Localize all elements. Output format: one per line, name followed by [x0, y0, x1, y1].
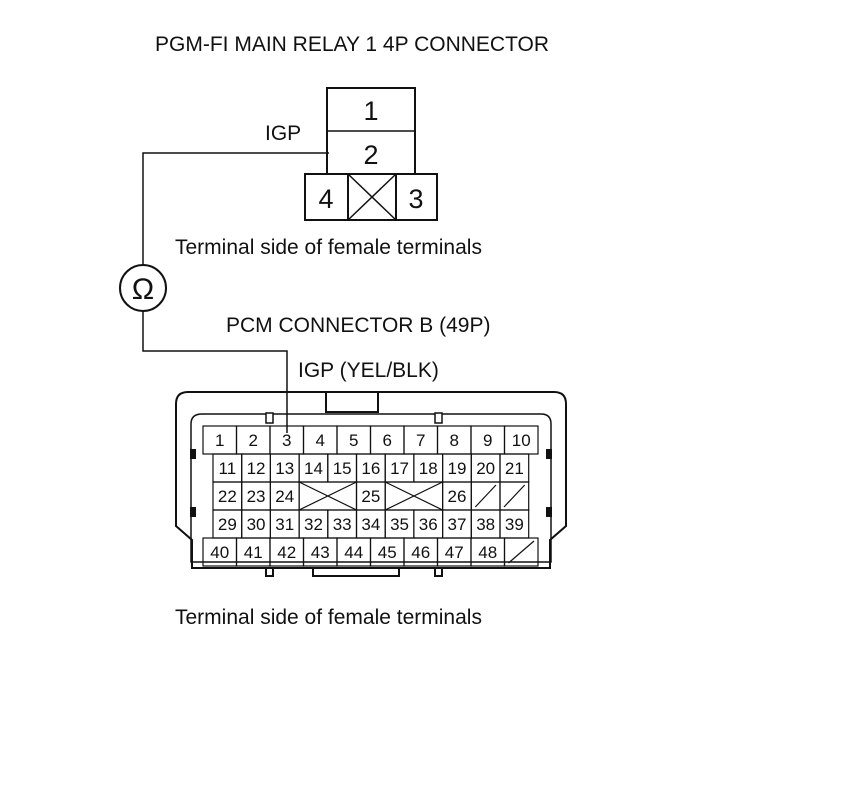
- pcm-terminal-label: 36: [419, 515, 438, 534]
- pcm-blank-cross: [298, 481, 358, 511]
- pcm-terminal-label: 19: [447, 459, 466, 478]
- pcm-terminal-label: 47: [445, 543, 464, 562]
- pcm-terminal-label: 11: [219, 459, 237, 478]
- relay-connector-title: PGM-FI MAIN RELAY 1 4P CONNECTOR: [155, 33, 549, 56]
- pcm-terminal-label: 43: [311, 543, 330, 562]
- pcm-side-markers: [190, 449, 552, 517]
- pcm-terminal-label: 46: [411, 543, 430, 562]
- pcm-terminal-label: 24: [275, 487, 294, 506]
- pcm-terminal-label: 14: [304, 459, 323, 478]
- pcm-terminal-label: 12: [247, 459, 266, 478]
- pcm-terminal-note: Terminal side of female terminals: [175, 606, 482, 629]
- pcm-terminal-label: 21: [505, 459, 524, 478]
- pcm-terminal-label: 33: [333, 515, 352, 534]
- pcm-terminal-label: 6: [383, 431, 392, 450]
- relay-pin-4: 4: [318, 184, 333, 214]
- pcm-terminal-label: 9: [483, 431, 492, 450]
- pcm-terminal-label: 18: [419, 459, 438, 478]
- pcm-terminal-label: 32: [304, 515, 323, 534]
- pcm-terminal-label: 40: [210, 543, 229, 562]
- pcm-terminal-label: 22: [218, 487, 237, 506]
- pcm-terminal-label: 3: [282, 431, 291, 450]
- relay-pin-1: 1: [363, 96, 378, 126]
- pcm-terminal-label: 16: [361, 459, 380, 478]
- ohm-icon: Ω: [132, 273, 154, 306]
- ohmmeter: Ω: [119, 264, 167, 312]
- pcm-terminal-label: 4: [316, 431, 325, 450]
- pcm-terminal-label: 35: [390, 515, 409, 534]
- relay-pin-3: 3: [408, 184, 423, 214]
- relay-signal-label: IGP: [265, 122, 301, 145]
- relay-pin-2: 2: [363, 140, 378, 170]
- pcm-terminal-label: 15: [333, 459, 352, 478]
- pcm-terminal-label: 17: [390, 459, 409, 478]
- pcm-connector-title: PCM CONNECTOR B (49P): [226, 314, 490, 337]
- pcm-terminal-label: 5: [349, 431, 358, 450]
- pcm-terminal-label: 7: [416, 431, 425, 450]
- pcm-terminal-label: 1: [215, 431, 224, 450]
- pcm-terminal-label: 44: [344, 543, 363, 562]
- pcm-blank-slash: [503, 484, 526, 508]
- pcm-terminal-label: 31: [275, 515, 294, 534]
- pcm-terminal-label: 48: [478, 543, 497, 562]
- pcm-terminal-label: 13: [275, 459, 294, 478]
- pcm-blank-cross: [384, 481, 444, 511]
- pcm-blank-slash: [508, 540, 535, 564]
- pcm-terminal-cell: [503, 537, 539, 567]
- pcm-terminal-label: 45: [378, 543, 397, 562]
- pcm-terminal-label: 30: [247, 515, 266, 534]
- pcm-terminal-label: 8: [450, 431, 459, 450]
- pcm-terminal-label: 25: [361, 487, 380, 506]
- pcm-terminal-label: 23: [247, 487, 266, 506]
- pcm-terminal-label: 34: [361, 515, 380, 534]
- pcm-terminal-label: 42: [277, 543, 296, 562]
- pcm-terminal-label: 39: [505, 515, 524, 534]
- pcm-blank-slash: [474, 484, 497, 508]
- pcm-terminal-label: 37: [447, 515, 466, 534]
- pcm-connector-body: [175, 391, 567, 577]
- pcm-terminal-label: 26: [447, 487, 466, 506]
- pcm-signal-label: IGP (YEL/BLK): [298, 359, 439, 382]
- pcm-terminal-label: 10: [512, 431, 531, 450]
- pcm-terminal-label: 29: [218, 515, 237, 534]
- relay-terminal-note: Terminal side of female terminals: [175, 236, 482, 259]
- pcm-terminal-label: 38: [476, 515, 495, 534]
- pcm-terminal-label: 2: [249, 431, 258, 450]
- pcm-terminal-label: 20: [476, 459, 495, 478]
- pcm-terminal-label: 41: [244, 543, 263, 562]
- relay-connector: [304, 87, 438, 221]
